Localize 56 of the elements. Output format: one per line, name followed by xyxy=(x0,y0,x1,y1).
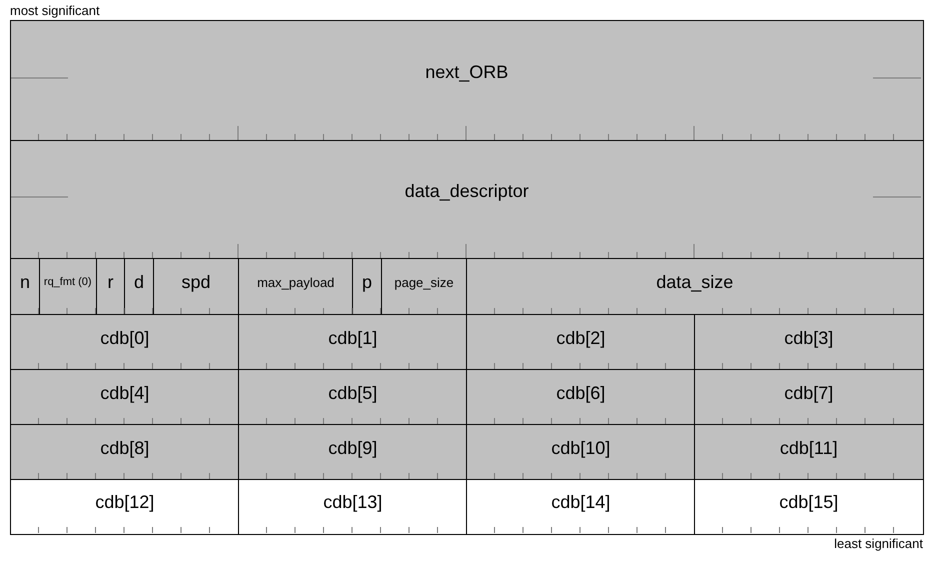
bit-field-cell xyxy=(694,314,924,370)
field-name: cdb[10] xyxy=(551,438,610,458)
bit-field-cell xyxy=(466,369,696,426)
bit-field-cell xyxy=(10,20,924,142)
field-name: cdb[12] xyxy=(95,493,154,512)
field-name: cdb[0] xyxy=(100,328,150,348)
field-name: cdb[4] xyxy=(100,384,150,403)
bit-field-cell xyxy=(238,258,354,316)
field-name: r xyxy=(108,273,114,292)
field-name: page_size xyxy=(394,276,454,290)
field-name: spd xyxy=(181,273,211,292)
bit-field-cell xyxy=(238,424,468,480)
field-name: rq_fmt (0) xyxy=(42,276,93,289)
bit-field-cell xyxy=(10,479,240,534)
bit-field-cell xyxy=(694,424,924,480)
bit-field-cell xyxy=(466,424,696,480)
bit-field-cell xyxy=(466,314,696,370)
bit-field-cell xyxy=(96,258,126,316)
field-name: next_ORB xyxy=(425,63,508,82)
bit-field-cell xyxy=(466,258,924,316)
field-name: cdb[13] xyxy=(323,493,382,512)
field-name: data_descriptor xyxy=(404,182,529,202)
field-name: cdb[1] xyxy=(328,328,378,348)
bit-field-cell xyxy=(10,258,40,316)
field-name: cdb[11] xyxy=(780,438,838,458)
field-name: cdb[2] xyxy=(556,328,606,348)
bit-field-cell xyxy=(238,369,468,426)
field-name: cdb[5] xyxy=(328,384,378,403)
field-name: n xyxy=(20,273,30,292)
significance-note: least significant xyxy=(834,537,923,551)
field-name: cdb[7] xyxy=(784,384,834,403)
bit-field-cell xyxy=(124,258,154,316)
bit-field-cell xyxy=(380,258,468,316)
field-name: cdb[9] xyxy=(328,438,378,458)
field-name: data_size xyxy=(656,273,734,292)
field-name: d xyxy=(134,273,144,292)
bit-field-cell xyxy=(694,479,924,534)
field-name: cdb[15] xyxy=(779,493,838,512)
field-name: cdb[8] xyxy=(100,438,150,458)
bit-field-cell xyxy=(10,424,240,480)
bit-field-cell xyxy=(238,314,468,370)
bit-field-cell xyxy=(466,479,696,534)
bit-field-cell xyxy=(694,369,924,426)
bit-field-cell xyxy=(10,140,924,260)
field-name: p xyxy=(362,273,372,292)
bit-field-cell xyxy=(10,369,240,426)
bit-field-cell xyxy=(352,258,382,316)
field-name: cdb[6] xyxy=(556,384,606,403)
field-name: max_payload xyxy=(257,276,334,290)
field-name: cdb[3] xyxy=(784,328,834,348)
bit-field-cell xyxy=(238,479,468,534)
bit-field-cell xyxy=(38,258,97,316)
bit-field-cell xyxy=(10,314,240,370)
bit-field-cell xyxy=(152,258,240,316)
significance-note: most significant xyxy=(10,4,100,18)
field-name: cdb[14] xyxy=(551,493,610,512)
